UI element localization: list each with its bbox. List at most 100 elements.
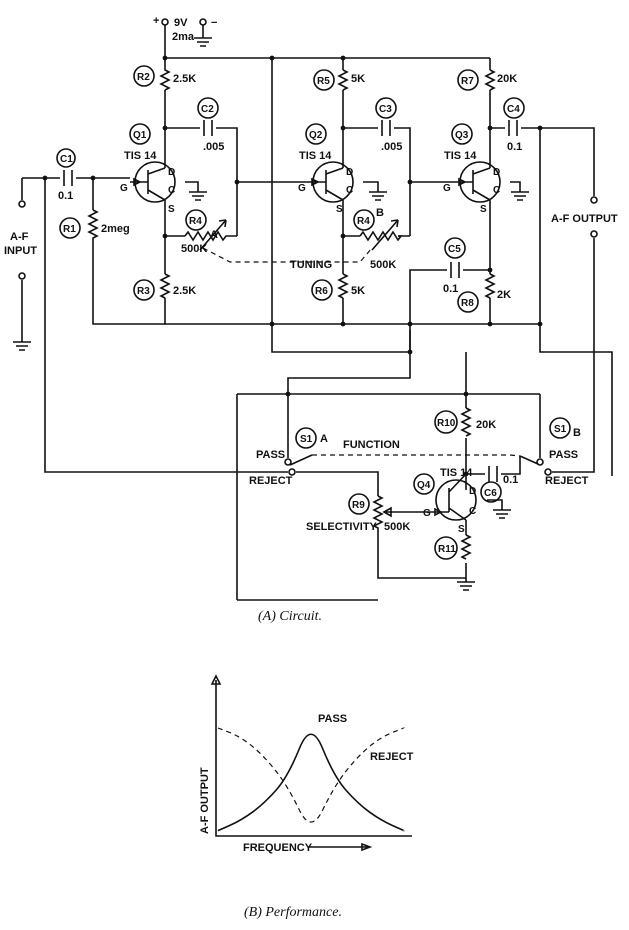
c2-value: .005 bbox=[203, 141, 224, 153]
r4b-ref: R4 bbox=[357, 216, 370, 227]
capacitor-symbols bbox=[63, 120, 518, 482]
component-labels: C1 0.1 R1 2meg R2 2.5K R3 2.5K C2 .005 Q… bbox=[56, 65, 581, 560]
r4a-ref: R4 bbox=[189, 216, 202, 227]
q3-pin-g: G bbox=[443, 183, 451, 194]
r4b-section: B bbox=[376, 207, 384, 219]
supply-minus: − bbox=[211, 17, 217, 29]
circuit-wires bbox=[21, 34, 613, 601]
power-supply: + 9V − 2ma bbox=[153, 15, 217, 47]
r4b-zigzag bbox=[359, 230, 403, 242]
r4a-value: 500K bbox=[181, 243, 207, 255]
pass-label-a: PASS bbox=[256, 449, 285, 461]
reject-label-b: REJECT bbox=[545, 475, 589, 487]
q3-pin-d: D bbox=[493, 167, 500, 178]
q1-pin-g: G bbox=[120, 183, 128, 194]
q4-pin-s: S bbox=[458, 524, 465, 535]
r5-ref: R5 bbox=[317, 76, 330, 87]
q2-type: TIS 14 bbox=[299, 150, 332, 162]
input-terminal-top bbox=[18, 200, 26, 208]
ganged-links bbox=[202, 247, 521, 457]
r11-zigzag bbox=[460, 534, 472, 560]
q1-type: TIS 14 bbox=[124, 150, 157, 162]
s1b-section: B bbox=[573, 427, 581, 439]
af-input-label-line1: A-F bbox=[10, 231, 29, 243]
r2-zigzag bbox=[159, 58, 171, 91]
chart-axes bbox=[215, 680, 412, 837]
r6-ref: R6 bbox=[315, 286, 328, 297]
ground-symbols bbox=[13, 191, 529, 591]
performance-chart: FREQUENCY A-F OUTPUT PASS REJECT bbox=[199, 674, 414, 854]
r4b-value: 500K bbox=[370, 259, 396, 271]
r10-value: 20K bbox=[476, 419, 496, 431]
r8-zigzag bbox=[484, 273, 496, 299]
s1b-pass-contact bbox=[536, 458, 544, 466]
c4-value: 0.1 bbox=[507, 141, 522, 153]
r4a-zigzag bbox=[184, 230, 228, 242]
r4a-section: A bbox=[210, 229, 218, 241]
s1a-reject-contact bbox=[288, 468, 296, 476]
q3-pin-s: S bbox=[480, 204, 487, 215]
r5-zigzag bbox=[337, 69, 349, 91]
chart-ylabel: A-F OUTPUT bbox=[199, 767, 211, 834]
r7-ref: R7 bbox=[461, 76, 474, 87]
r2-value: 2.5K bbox=[173, 73, 196, 85]
r9-value: 500K bbox=[384, 521, 410, 533]
af-output-label: A-F OUTPUT bbox=[551, 213, 618, 225]
input-terminal-bottom bbox=[18, 272, 26, 280]
transistor-symbols bbox=[130, 161, 501, 521]
supply-voltage: 9V bbox=[174, 17, 188, 29]
q4-pin-g: G bbox=[423, 508, 431, 519]
c2-ref: C2 bbox=[201, 104, 214, 115]
c5-ref: C5 bbox=[448, 244, 461, 255]
r3-ref: R3 bbox=[137, 286, 150, 297]
tuning-label: TUNING bbox=[290, 259, 332, 271]
s1a-section: A bbox=[320, 433, 328, 445]
r9-ref: R9 bbox=[352, 500, 365, 511]
r3-zigzag bbox=[159, 273, 171, 299]
q1-pin-d: D bbox=[168, 167, 175, 178]
q3-type: TIS 14 bbox=[444, 150, 477, 162]
output-terminal-bottom bbox=[590, 230, 598, 238]
c3-value: .005 bbox=[381, 141, 402, 153]
q1-pin-s: S bbox=[168, 204, 175, 215]
r11-ref: R11 bbox=[438, 544, 456, 555]
q3-ref: Q3 bbox=[455, 130, 469, 141]
circuit-caption: (A) Circuit. bbox=[258, 609, 322, 624]
supply-plus: + bbox=[153, 15, 159, 27]
pin-labels: G D C S G D C S G D C S G D C S bbox=[120, 167, 500, 535]
r7-value: 20K bbox=[497, 73, 517, 85]
s1b-reject-contact bbox=[544, 468, 552, 476]
q4-type: TIS 14 bbox=[440, 467, 473, 479]
selectivity-label: SELECTIVITY bbox=[306, 521, 378, 533]
r1-ref: R1 bbox=[63, 224, 76, 235]
r2-ref: R2 bbox=[137, 72, 150, 83]
r10-zigzag bbox=[460, 407, 472, 437]
c5-value: 0.1 bbox=[443, 283, 458, 295]
q4-pin-c: C bbox=[469, 506, 476, 517]
c4-ref: C4 bbox=[507, 104, 520, 115]
pass-label-b: PASS bbox=[549, 449, 578, 461]
s1a-pass-contact bbox=[284, 458, 292, 466]
output-terminal-top bbox=[590, 196, 598, 204]
q2-pin-s: S bbox=[336, 204, 343, 215]
q2-pin-g: G bbox=[298, 183, 306, 194]
r3-value: 2.5K bbox=[173, 285, 196, 297]
q2-pin-c: C bbox=[346, 185, 353, 196]
resistor-symbols bbox=[87, 58, 496, 560]
terminals bbox=[18, 196, 598, 476]
r10-ref: R10 bbox=[437, 418, 456, 429]
c6-ref: C6 bbox=[484, 488, 497, 499]
pass-series-line bbox=[217, 733, 405, 832]
function-label: FUNCTION bbox=[343, 439, 400, 451]
pass-series-label: PASS bbox=[318, 713, 347, 725]
reject-series-line bbox=[217, 727, 405, 823]
supply-current: 2ma bbox=[172, 31, 195, 43]
chart-xlabel: FREQUENCY bbox=[243, 842, 313, 854]
r7-zigzag bbox=[484, 69, 496, 91]
q1-ref: Q1 bbox=[133, 130, 147, 141]
af-input-label-line2: INPUT bbox=[4, 245, 37, 257]
q4-ref: Q4 bbox=[417, 480, 431, 491]
r6-zigzag bbox=[337, 273, 349, 299]
r8-value: 2K bbox=[497, 289, 511, 301]
